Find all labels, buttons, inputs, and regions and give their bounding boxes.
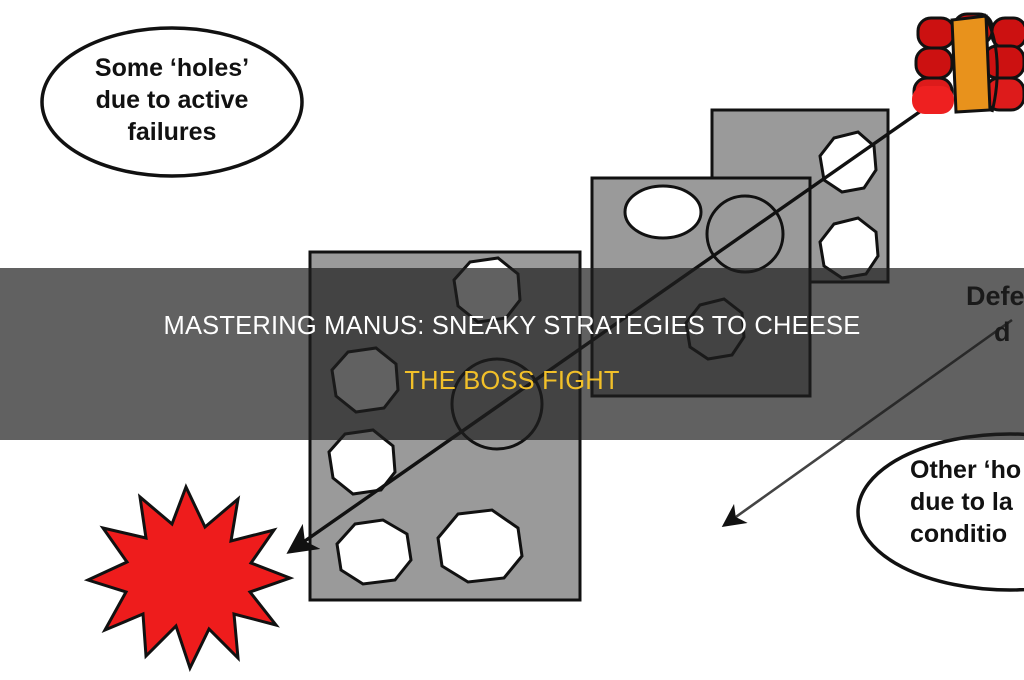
callout-active-failures: Some ‘holes’ due to active failures: [40, 26, 304, 178]
slice-front-hole-6: [436, 508, 524, 584]
callout-active-failures-line3: failures: [128, 118, 217, 146]
callout-active-failures-line2: due to active: [96, 86, 249, 114]
title-overlay-banner: MASTERING MANUS: SNEAKY STRATEGIES TO CH…: [0, 268, 1024, 440]
impact-star-shape: [83, 483, 295, 672]
callout-active-failures-bubble: [40, 26, 304, 178]
callout-latent-conditions: Other ‘ho due to la conditio: [856, 432, 1024, 592]
dynamite-hazard-icon: [912, 12, 1024, 114]
callout-latent-conditions-line3: conditio: [910, 520, 1007, 548]
title-line-2: THE BOSS FIGHT: [404, 367, 620, 395]
callout-active-failures-line1: Some ‘holes’: [95, 54, 249, 82]
callout-latent-conditions-line1: Other ‘ho: [910, 456, 1021, 484]
title-line-1: MASTERING MANUS: SNEAKY STRATEGIES TO CH…: [163, 312, 861, 341]
slice-front-hole-5: [335, 518, 413, 586]
accident-impact-star: [83, 483, 295, 672]
slice-middle-hole-1: [623, 184, 703, 240]
callout-latent-conditions-line2: due to la: [910, 488, 1014, 516]
